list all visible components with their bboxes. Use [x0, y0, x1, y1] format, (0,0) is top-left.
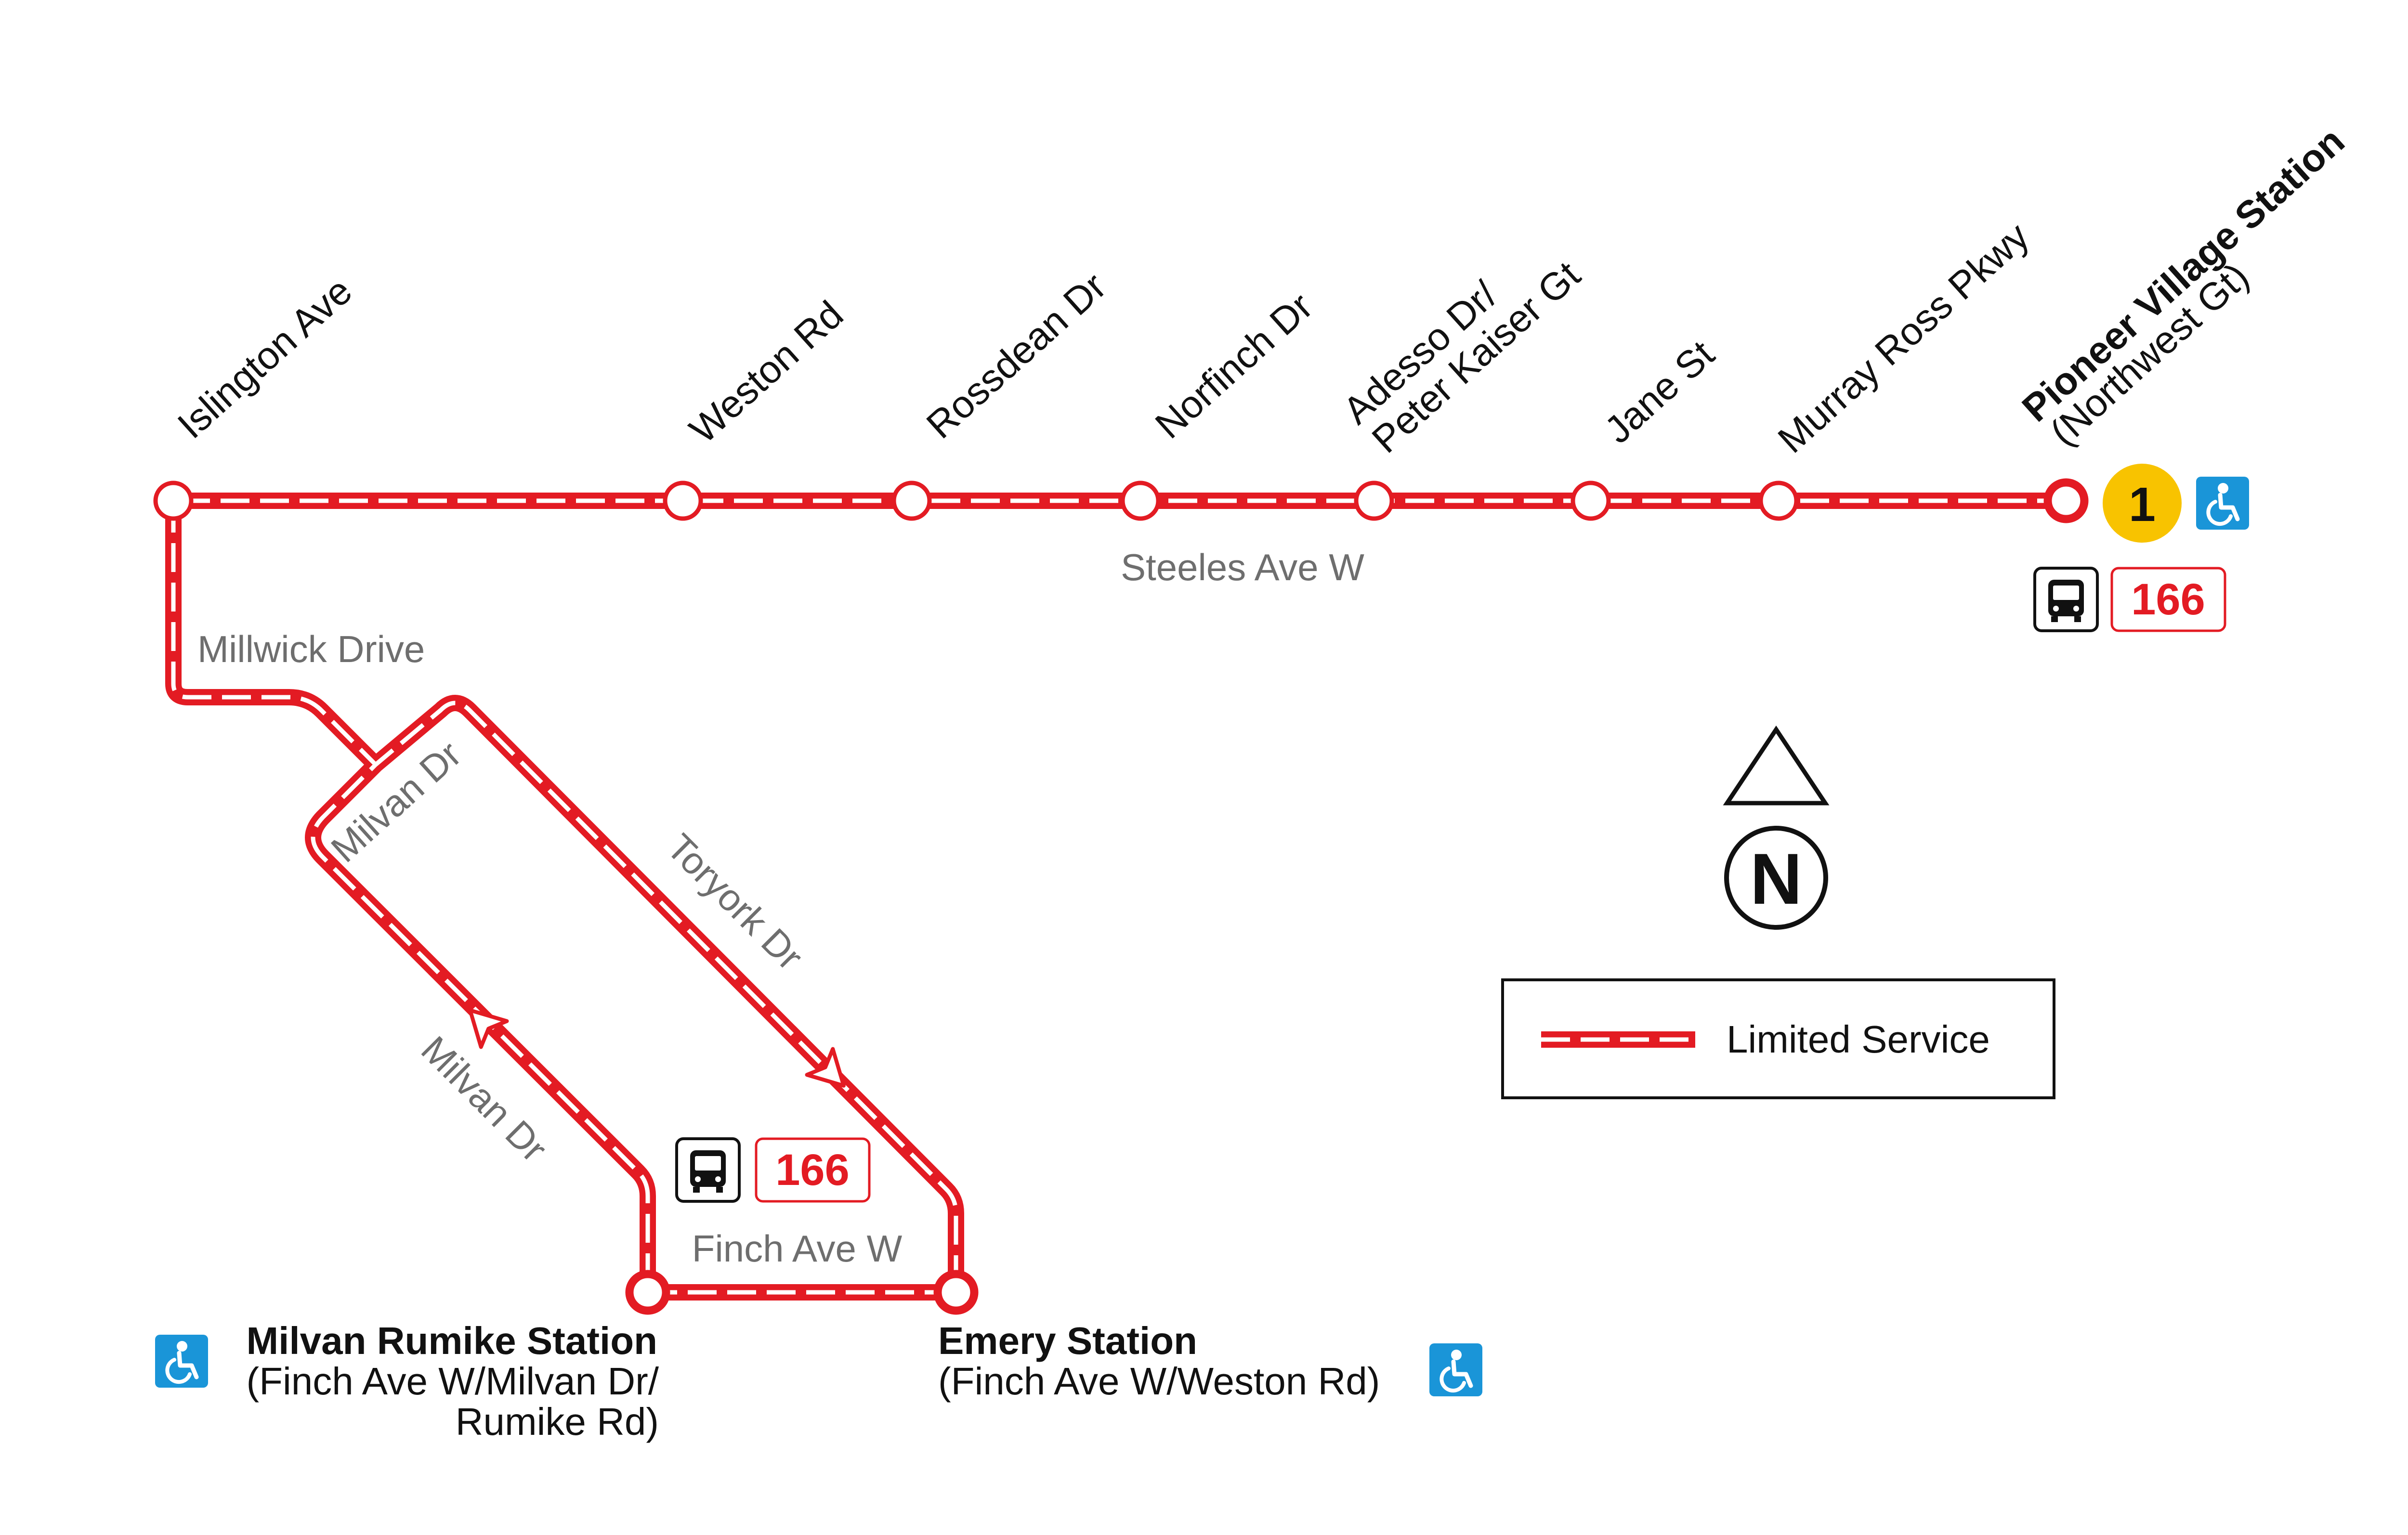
terminal-sub-emery: (Finch Ave W/Weston Rd): [938, 1360, 1380, 1403]
terminal-pioneer-village[interactable]: [2043, 478, 2089, 523]
terminal-sub-milvan-rumike-2: Rumike Rd): [456, 1400, 659, 1443]
street-label-finch: Finch Ave W: [692, 1227, 903, 1270]
bus-icon: [675, 1137, 741, 1203]
stop-norfinch-dr[interactable]: [1120, 481, 1161, 521]
stop-murray-ross-pkwy[interactable]: [1758, 481, 1799, 521]
street-label-milvan-lower: Milvan Dr: [413, 1028, 555, 1170]
route-badge-finch: 166: [755, 1137, 871, 1203]
stop-label-murray-ross-pkwy: Murray Ross Pkwy: [1770, 214, 2037, 461]
terminal-milvan-rumike[interactable]: [625, 1270, 670, 1315]
terminal-emery[interactable]: [933, 1270, 979, 1315]
north-arrow-icon: N: [1723, 725, 1830, 930]
subway-line-number: 1: [2129, 478, 2156, 532]
terminal-label-emery: Emery Station: [938, 1319, 1197, 1362]
stop-label-rossdean-dr: Rossdean Dr: [918, 264, 1114, 447]
legend-label-limited-service: Limited Service: [1727, 1018, 1990, 1061]
street-label-steeles: Steeles Ave W: [1121, 546, 1364, 588]
wheelchair-icon: [1429, 1343, 1482, 1396]
stop-jane-st[interactable]: [1570, 481, 1611, 521]
route-line: [165, 493, 2066, 1301]
stops: [153, 481, 1799, 521]
street-label-toryork: Toryork Dr: [659, 826, 811, 978]
stop-weston-rd[interactable]: [663, 481, 703, 521]
stop-rossdean-dr[interactable]: [891, 481, 932, 521]
route-number-pioneer: 166: [2131, 575, 2205, 624]
north-label: N: [1750, 838, 1802, 919]
wheelchair-icon: [155, 1335, 208, 1388]
wheelchair-icon: [2196, 477, 2249, 530]
subway-line-1-badge: 1: [2103, 464, 2182, 543]
terminal-label-pioneer-village: Pioneer Village Station: [2014, 119, 2353, 429]
bus-icon: [2033, 567, 2099, 632]
direction-arrow-southeast: [805, 1047, 846, 1088]
stop-islington-ave[interactable]: [153, 481, 194, 521]
street-label-millwick: Millwick Drive: [197, 628, 425, 670]
terminal-stops: [625, 478, 2089, 1315]
terminal-sub-milvan-rumike-1: (Finch Ave W/Milvan Dr/: [247, 1360, 659, 1403]
stop-label-norfinch-dr: Norfinch Dr: [1147, 285, 1321, 447]
stop-label-jane-st: Jane St: [1597, 332, 1722, 452]
stop-label-islington-ave: Islington Ave: [170, 269, 360, 447]
terminal-label-milvan-rumike: Milvan Rumike Station: [247, 1319, 657, 1362]
stop-label-weston-rd: Weston Rd: [681, 293, 851, 452]
route-badge-pioneer: 166: [2110, 567, 2226, 632]
legend: Limited Service: [1501, 978, 2055, 1099]
route-number-finch: 166: [775, 1145, 850, 1195]
stop-adesso-dr[interactable]: [1354, 481, 1394, 521]
direction-arrow-northwest: [468, 1008, 509, 1049]
